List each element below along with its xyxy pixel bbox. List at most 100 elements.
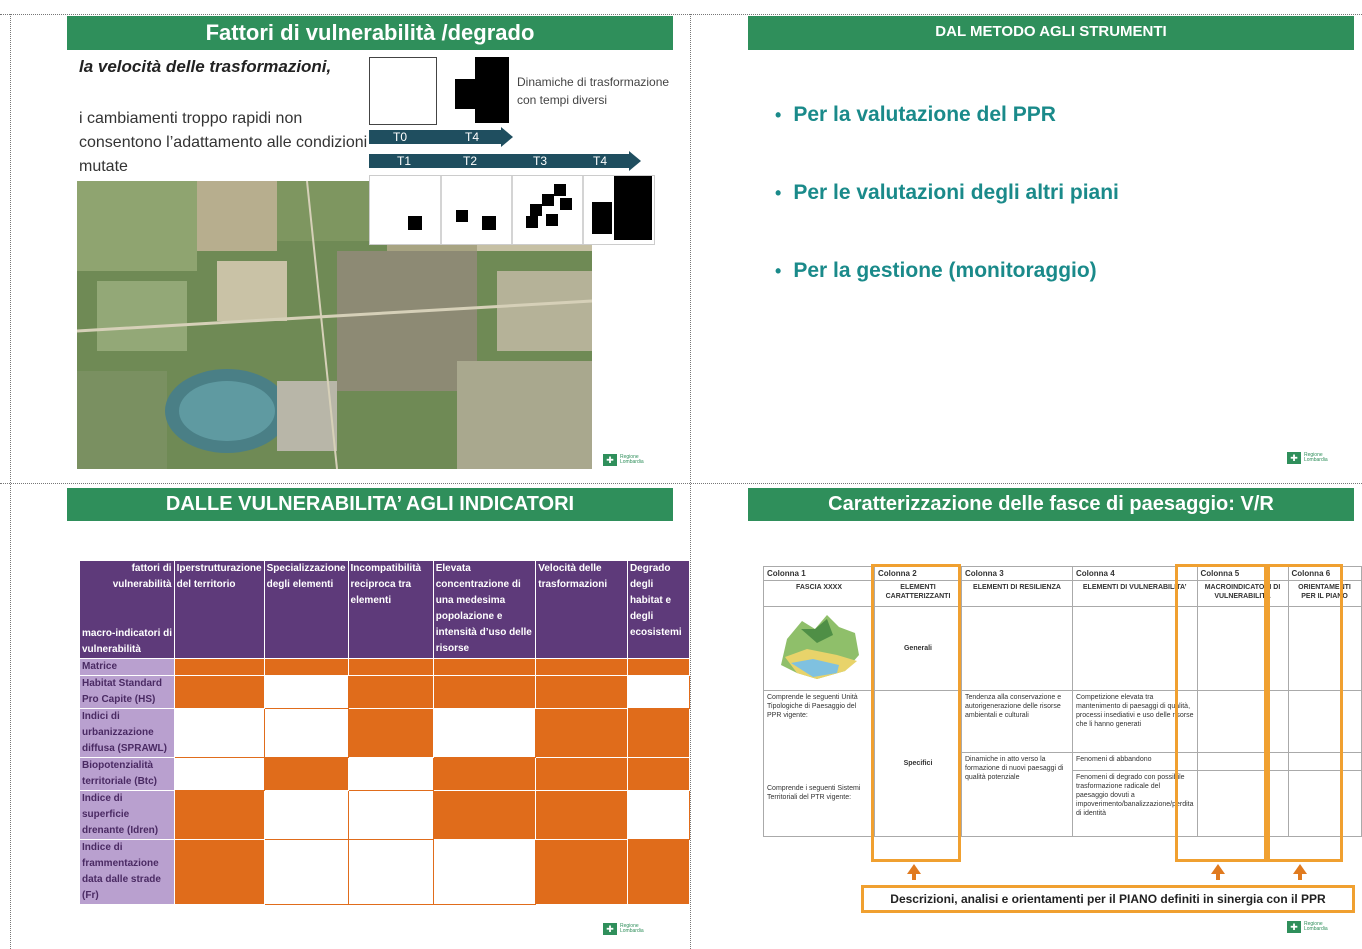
bullet-item: •Per le valutazioni degli altri piani bbox=[775, 181, 1119, 204]
bullet-text: Per le valutazioni degli altri piani bbox=[793, 181, 1119, 204]
slide-3: DALLE VULNERABILITA’ AGLI INDICATORI fat… bbox=[11, 484, 690, 949]
matrix-cell-filled bbox=[535, 790, 628, 840]
matrix-row-label: Indici di urbanizzazione diffusa (SPRAWL… bbox=[79, 708, 175, 758]
matrix-cell-filled bbox=[432, 675, 537, 709]
timeline-long-label-1: T2 bbox=[463, 154, 478, 168]
column-header: Velocità delle trasformazioni bbox=[535, 560, 628, 659]
matrix-cell-empty bbox=[626, 675, 690, 709]
matrix-row: Indici di urbanizzazione diffusa (SPRAWL… bbox=[79, 708, 690, 758]
divider-horizontal bbox=[0, 483, 1362, 484]
matrix-row-label: Indice di superficie drenante (Idren) bbox=[79, 790, 175, 840]
timeline-short-label-1: T4 bbox=[465, 130, 480, 144]
slide-1-title: Fattori di vulnerabilità /degrado bbox=[67, 16, 673, 50]
matrix-cell-empty bbox=[173, 757, 265, 791]
matrix-cell-empty bbox=[263, 675, 349, 709]
matrix-cell-filled bbox=[347, 658, 434, 676]
vulnerability-matrix: fattori di vulnerabilità macro-indicator… bbox=[79, 560, 690, 905]
region-map-cell bbox=[763, 606, 875, 691]
matrix-cell-empty bbox=[347, 839, 434, 905]
slide-4-title: Caratterizzazione delle fasce di paesagg… bbox=[748, 488, 1354, 521]
dynamics-label: Dinamiche di trasformazione con tempi di… bbox=[517, 75, 670, 107]
slide-2: DAL METODO AGLI STRUMENTI •Per la valuta… bbox=[691, 15, 1362, 483]
column-header: Elevata concentrazione di una medesima p… bbox=[432, 560, 537, 659]
matrix-cell-empty bbox=[263, 708, 349, 758]
timeline-long-label-0: T1 bbox=[397, 154, 412, 168]
sub-head-6: ORIENTAMENTI PER IL PIANO bbox=[1287, 580, 1362, 607]
matrix-row: Habitat Standard Pro Capite (HS) bbox=[79, 675, 690, 709]
slide-3-title: DALLE VULNERABILITA’ AGLI INDICATORI bbox=[67, 488, 673, 521]
specifici-label: Specifici bbox=[874, 690, 962, 837]
highlight-col-2 bbox=[871, 564, 961, 862]
growth-blocks-icon bbox=[455, 57, 509, 123]
matrix-cell-filled bbox=[535, 708, 628, 758]
sub-head-3: ELEMENTI DI RESILIENZA bbox=[961, 580, 1073, 607]
matrix-cell-filled bbox=[347, 675, 434, 709]
matrix-row: Biopotenzialità territoriale (Btc) bbox=[79, 757, 690, 791]
up-arrow-icon bbox=[1293, 864, 1307, 874]
matrix-row: Indice di superficie drenante (Idren) bbox=[79, 790, 690, 840]
highlight-col-5 bbox=[1175, 564, 1267, 862]
frame-top bbox=[0, 14, 1362, 15]
matrix-cell-filled bbox=[347, 708, 434, 758]
timeline-long: T1 T2 T3 T4 bbox=[369, 151, 641, 171]
matrix-cell-empty bbox=[432, 839, 537, 905]
matrix-cell-filled bbox=[626, 658, 690, 676]
matrix-cell-filled bbox=[626, 708, 690, 758]
transformation-panels bbox=[369, 175, 655, 245]
up-arrow-icon bbox=[907, 864, 921, 874]
matrix-cell-empty bbox=[263, 839, 349, 905]
slide-1: Fattori di vulnerabilità /degrado la vel… bbox=[11, 15, 690, 483]
matrix-cell-filled bbox=[263, 757, 349, 791]
matrix-cell-filled bbox=[626, 839, 690, 905]
matrix-cell-filled bbox=[173, 790, 265, 840]
matrix-row-label: Indice di frammentazione data dalle stra… bbox=[79, 839, 175, 905]
timeline-short: T0 T4 bbox=[369, 127, 513, 147]
corner-bottom-label: macro-indicatori di vulnerabilità bbox=[82, 628, 173, 655]
timeline-long-label-3: T4 bbox=[593, 154, 608, 168]
matrix-cell-filled bbox=[173, 839, 265, 905]
matrix-row-label: Matrice bbox=[79, 658, 175, 676]
matrix-cell-empty bbox=[173, 708, 265, 758]
col1-text-a: Comprende le seguenti Unità Tipologiche … bbox=[767, 694, 858, 719]
col-head-1: Colonna 1 bbox=[763, 566, 875, 581]
matrix-cell-filled bbox=[173, 658, 265, 676]
matrix-cell-filled bbox=[173, 675, 265, 709]
matrix-cell-empty bbox=[347, 790, 434, 840]
col1-text-b: Comprende i seguenti Sistemi Territorial… bbox=[767, 785, 861, 801]
timeline-long-label-2: T3 bbox=[533, 154, 548, 168]
matrix-cell-filled bbox=[535, 675, 628, 709]
sub-head-1: FASCIA XXXX bbox=[763, 580, 875, 607]
slide-1-italic-lead: la velocità delle trasformazioni, bbox=[79, 57, 332, 76]
c3-text-b: Dinamiche in atto verso la formazione di… bbox=[961, 752, 1073, 837]
matrix-cell-empty bbox=[347, 757, 434, 791]
matrix-cell-filled bbox=[263, 658, 349, 676]
bullet-item: •Per la gestione (monitoraggio) bbox=[775, 259, 1097, 282]
bottom-note: Descrizioni, analisi e orientamenti per … bbox=[861, 885, 1355, 913]
column-header: Degrado degli habitat e degli ecosistemi bbox=[626, 560, 690, 659]
matrix-row: Matrice bbox=[79, 658, 690, 676]
divider-vertical bbox=[690, 14, 691, 949]
column-header: Iperstrutturazione del territorio bbox=[173, 560, 265, 659]
matrix-row-label: Habitat Standard Pro Capite (HS) bbox=[79, 675, 175, 709]
bullet-text: Per la valutazione del PPR bbox=[793, 103, 1056, 126]
matrix-cell-filled bbox=[535, 839, 628, 905]
slide-1-body: i cambiamenti troppo rapidi non consento… bbox=[79, 110, 368, 175]
up-arrow-stem bbox=[1216, 874, 1220, 880]
matrix-cell-filled bbox=[535, 757, 628, 791]
up-arrow-stem bbox=[1298, 874, 1302, 880]
matrix-row: Indice di frammentazione data dalle stra… bbox=[79, 839, 690, 905]
frame-left bbox=[10, 14, 11, 949]
slide-2-title: DAL METODO AGLI STRUMENTI bbox=[748, 16, 1354, 50]
up-arrow-stem bbox=[912, 874, 916, 880]
bullet-text: Per la gestione (monitoraggio) bbox=[793, 259, 1097, 282]
matrix-row-label: Biopotenzialità territoriale (Btc) bbox=[79, 757, 175, 791]
generali-label: Generali bbox=[874, 606, 962, 691]
lombardia-map-icon bbox=[781, 615, 859, 679]
col1-text: Comprende le seguenti Unità Tipologiche … bbox=[763, 690, 875, 837]
matrix-cell-filled bbox=[432, 757, 537, 791]
bullet-item: •Per la valutazione del PPR bbox=[775, 103, 1056, 126]
slide-4: Caratterizzazione delle fasce di paesagg… bbox=[691, 484, 1362, 949]
